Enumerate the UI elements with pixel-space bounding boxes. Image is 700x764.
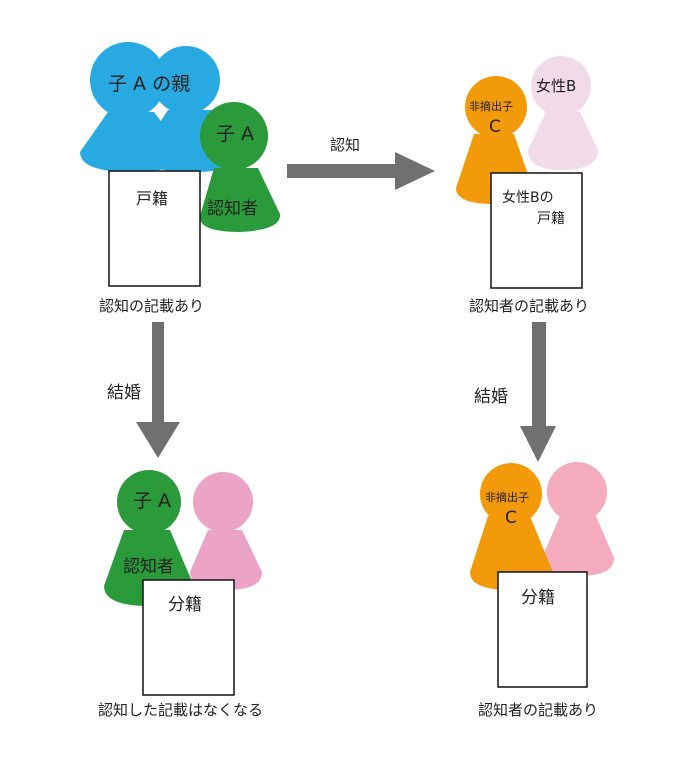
family-register-document [108, 170, 201, 287]
caption-bottom-left: 認知した記載はなくなる [98, 701, 263, 719]
group-top-left: 子 A の親 子 A 認知者 戸籍 認知の記載あり [80, 42, 281, 315]
caption-top-left: 認知の記載あり [99, 297, 204, 315]
group-bottom-right: 非摘出子 C 分籍 認知者の記載あり [470, 462, 614, 719]
branch-register-label-left: 分籍 [168, 595, 202, 615]
child-a-role: 認知者 [207, 199, 258, 219]
child-c-line2: C [489, 117, 501, 137]
woman-b-register-document [490, 172, 583, 289]
spouse-figure-right [542, 462, 614, 576]
marriage-arrow-left: 結婚 [107, 322, 180, 458]
child-a-name-bottom: 子 A [133, 490, 171, 512]
child-c-line1-bottom: 非摘出子 [485, 490, 529, 504]
child-a-figure [199, 102, 281, 232]
marriage-label-left: 結婚 [107, 383, 141, 403]
child-c-line1: 非摘出子 [469, 99, 513, 113]
woman-b-label: 女性B [536, 77, 576, 95]
group-top-right: 女性B 非摘出子 C 女性Bの 戸籍 認知者の記載あり [456, 56, 598, 315]
recognition-label: 認知 [330, 136, 360, 154]
branch-register-document-right [497, 571, 588, 688]
branch-register-document-left [142, 579, 235, 696]
caption-bottom-right: 認知者の記載あり [478, 701, 598, 719]
marriage-arrow-right: 結婚 [474, 322, 556, 462]
child-a-name: 子 A [216, 123, 254, 145]
caption-top-right: 認知者の記載あり [469, 297, 589, 315]
child-a-role-bottom: 認知者 [123, 557, 174, 577]
spouse-figure-left [190, 472, 262, 590]
woman-b-register-line1: 女性Bの [502, 189, 554, 206]
recognition-arrow: 認知 [287, 136, 435, 190]
group-bottom-left: 子 A 認知者 分籍 認知した記載はなくなる [98, 470, 263, 719]
child-c-line2-bottom: C [505, 508, 517, 528]
parent-label: 子 A の親 [108, 73, 190, 95]
woman-b-register-line2: 戸籍 [537, 210, 565, 227]
family-register-label: 戸籍 [136, 189, 168, 208]
marriage-label-right: 結婚 [474, 387, 508, 407]
branch-register-label-right: 分籍 [521, 588, 555, 608]
woman-b-figure [528, 56, 598, 170]
